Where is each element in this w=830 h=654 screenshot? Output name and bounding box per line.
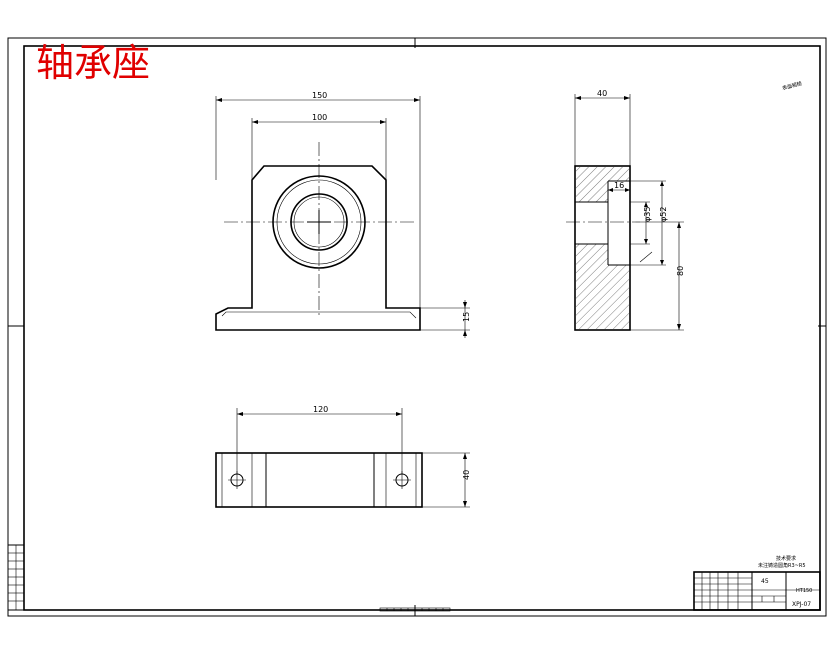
drawing-title: 轴承座 xyxy=(36,41,150,85)
corner-note: 表面粗糙 xyxy=(781,80,802,92)
dim-front-base: 15 xyxy=(462,312,471,322)
technical-note-text: 未注铸造圆角R3~R5 xyxy=(758,562,806,569)
dim-top-width: 120 xyxy=(313,405,328,414)
title-block: 技术要求 未注铸造圆角R3~R5 45 HT150 XPJ-07 xyxy=(693,555,821,611)
side-view: 40 16 φ35 φ52 80 xyxy=(566,89,685,331)
title-block-scale: 45 xyxy=(761,578,769,585)
technical-note-heading: 技术要求 xyxy=(776,555,796,562)
dim-side-width: 40 xyxy=(597,89,607,98)
dim-side-d52: φ52 xyxy=(659,207,668,222)
title-block-drawing-no: XPJ-07 xyxy=(792,601,811,608)
dim-side-height: 80 xyxy=(676,266,685,276)
dim-side-step: 16 xyxy=(614,181,624,190)
outer-frame xyxy=(7,37,827,617)
dim-top-depth: 40 xyxy=(462,470,471,480)
dim-front-width: 150 xyxy=(312,91,327,100)
bottom-ruler xyxy=(379,607,451,612)
dim-side-d35: φ35 xyxy=(643,207,652,222)
inner-frame xyxy=(23,45,821,611)
dim-front-inner: 100 xyxy=(312,113,327,122)
left-revision-block xyxy=(7,544,25,611)
top-view: 120 40 xyxy=(215,405,471,508)
front-view: 150 100 15 xyxy=(215,91,471,338)
title-block-material: HT150 xyxy=(796,588,812,594)
